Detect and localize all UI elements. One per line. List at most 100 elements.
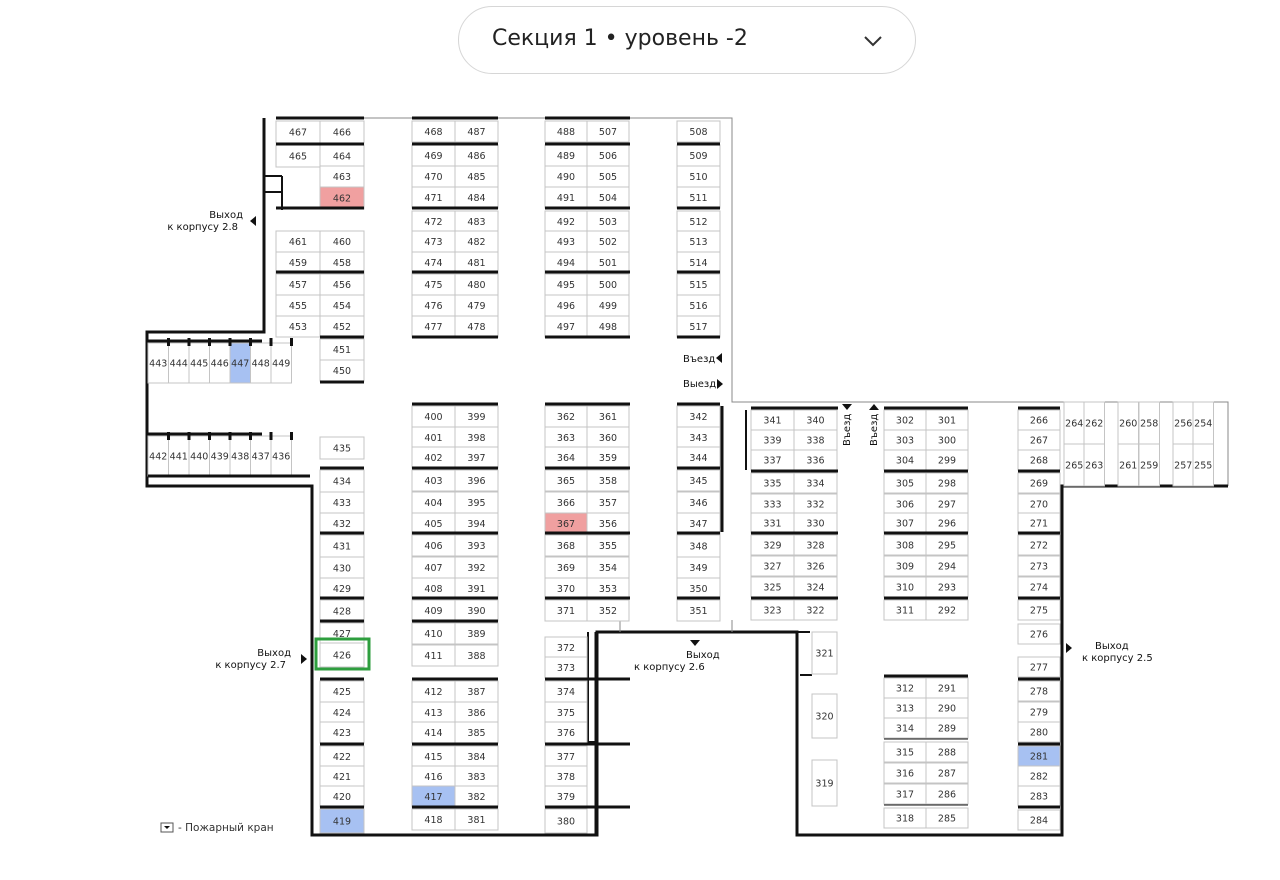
parking-spot-396[interactable]: 396 — [454, 469, 499, 492]
parking-spot-468[interactable]: 468 — [411, 120, 456, 143]
parking-spot-317[interactable]: 317 — [883, 783, 927, 805]
parking-spot-369[interactable]: 369 — [544, 556, 588, 579]
parking-spot-345[interactable]: 345 — [676, 469, 721, 492]
parking-spot-271[interactable]: 271 — [1017, 512, 1061, 534]
parking-spot-313[interactable]: 313 — [883, 697, 927, 719]
parking-spot-282[interactable]: 282 — [1017, 765, 1061, 787]
parking-spot-402[interactable]: 402 — [411, 446, 456, 469]
parking-spot-298[interactable]: 298 — [925, 472, 969, 494]
parking-spot-480[interactable]: 480 — [454, 273, 499, 296]
parking-spot-403[interactable]: 403 — [411, 469, 456, 492]
parking-spot-448[interactable]: 448 — [250, 342, 272, 384]
parking-spot-419[interactable]: 419 — [319, 808, 365, 834]
parking-spot-321[interactable]: 321 — [811, 631, 838, 675]
parking-spot-331[interactable]: 331 — [750, 512, 795, 534]
parking-spot-295[interactable]: 295 — [925, 534, 969, 556]
parking-spot-453[interactable]: 453 — [275, 315, 321, 338]
parking-spot-416[interactable]: 416 — [411, 765, 456, 788]
parking-spot-283[interactable]: 283 — [1017, 785, 1061, 807]
section-level-select[interactable]: Секция 1 • уровень -2 — [458, 6, 916, 74]
parking-spot-254[interactable]: 254 — [1192, 401, 1214, 445]
parking-spot-447[interactable]: 447 — [229, 342, 251, 384]
parking-spot-354[interactable]: 354 — [586, 556, 630, 579]
parking-spot-449[interactable]: 449 — [270, 342, 292, 384]
parking-spot-450[interactable]: 450 — [319, 359, 365, 382]
parking-spot-371[interactable]: 371 — [544, 599, 588, 622]
parking-spot-258[interactable]: 258 — [1138, 401, 1160, 445]
parking-spot-477[interactable]: 477 — [411, 315, 456, 338]
parking-spot-499[interactable]: 499 — [586, 294, 630, 317]
parking-spot-276[interactable]: 276 — [1017, 623, 1061, 645]
parking-spot-367[interactable]: 367 — [544, 512, 588, 535]
parking-spot-464[interactable]: 464 — [319, 144, 365, 168]
parking-spot-363[interactable]: 363 — [544, 426, 588, 449]
parking-spot-265[interactable]: 265 — [1063, 443, 1085, 487]
parking-spot-422[interactable]: 422 — [319, 745, 365, 768]
parking-spot-368[interactable]: 368 — [544, 534, 588, 557]
parking-spot-467[interactable]: 467 — [275, 120, 321, 144]
parking-spot-307[interactable]: 307 — [883, 512, 927, 534]
parking-spot-267[interactable]: 267 — [1017, 429, 1061, 451]
parking-spot-436[interactable]: 436 — [270, 435, 292, 477]
parking-spot-319[interactable]: 319 — [811, 759, 838, 807]
parking-spot-260[interactable]: 260 — [1117, 401, 1139, 445]
parking-spot-266[interactable]: 266 — [1017, 409, 1061, 431]
parking-spot-380[interactable]: 380 — [544, 808, 588, 834]
parking-spot-472[interactable]: 472 — [411, 210, 456, 233]
parking-spot-398[interactable]: 398 — [454, 426, 499, 449]
parking-spot-347[interactable]: 347 — [676, 512, 721, 535]
parking-spot-376[interactable]: 376 — [544, 721, 588, 744]
parking-spot-407[interactable]: 407 — [411, 556, 456, 579]
parking-spot-513[interactable]: 513 — [676, 230, 721, 253]
parking-spot-417[interactable]: 417 — [411, 785, 456, 808]
parking-spot-481[interactable]: 481 — [454, 251, 499, 274]
parking-spot-377[interactable]: 377 — [544, 745, 588, 768]
parking-spot-496[interactable]: 496 — [544, 294, 588, 317]
parking-spot-494[interactable]: 494 — [544, 251, 588, 274]
parking-spot-386[interactable]: 386 — [454, 701, 499, 724]
parking-spot-264[interactable]: 264 — [1063, 401, 1085, 445]
parking-spot-410[interactable]: 410 — [411, 622, 456, 645]
parking-spot-493[interactable]: 493 — [544, 230, 588, 253]
parking-spot-393[interactable]: 393 — [454, 534, 499, 557]
parking-spot-323[interactable]: 323 — [750, 599, 795, 621]
parking-spot-343[interactable]: 343 — [676, 426, 721, 449]
parking-spot-365[interactable]: 365 — [544, 469, 588, 492]
parking-spot-309[interactable]: 309 — [883, 555, 927, 577]
parking-spot-515[interactable]: 515 — [676, 273, 721, 296]
parking-spot-427[interactable]: 427 — [319, 622, 365, 645]
parking-spot-257[interactable]: 257 — [1172, 443, 1194, 487]
parking-spot-501[interactable]: 501 — [586, 251, 630, 274]
parking-spot-439[interactable]: 439 — [209, 435, 231, 477]
parking-spot-414[interactable]: 414 — [411, 721, 456, 744]
parking-spot-314[interactable]: 314 — [883, 717, 927, 739]
parking-spot-437[interactable]: 437 — [250, 435, 272, 477]
parking-spot-500[interactable]: 500 — [586, 273, 630, 296]
parking-spot-476[interactable]: 476 — [411, 294, 456, 317]
parking-spot-372[interactable]: 372 — [544, 636, 588, 659]
parking-spot-485[interactable]: 485 — [454, 165, 499, 188]
parking-spot-429[interactable]: 429 — [319, 577, 365, 600]
parking-spot-418[interactable]: 418 — [411, 808, 456, 831]
parking-spot-375[interactable]: 375 — [544, 701, 588, 724]
parking-spot-356[interactable]: 356 — [586, 512, 630, 535]
parking-spot-433[interactable]: 433 — [319, 491, 365, 514]
parking-spot-350[interactable]: 350 — [676, 577, 721, 600]
parking-spot-425[interactable]: 425 — [319, 680, 365, 703]
parking-spot-351[interactable]: 351 — [676, 599, 721, 622]
parking-spot-381[interactable]: 381 — [454, 808, 499, 831]
parking-spot-514[interactable]: 514 — [676, 251, 721, 274]
parking-spot-457[interactable]: 457 — [275, 273, 321, 296]
parking-spot-413[interactable]: 413 — [411, 701, 456, 724]
parking-spot-517[interactable]: 517 — [676, 315, 721, 338]
parking-spot-512[interactable]: 512 — [676, 210, 721, 233]
parking-spot-432[interactable]: 432 — [319, 512, 365, 535]
parking-spot-280[interactable]: 280 — [1017, 721, 1061, 743]
parking-spot-488[interactable]: 488 — [544, 120, 588, 143]
parking-spot-339[interactable]: 339 — [750, 429, 795, 451]
parking-spot-353[interactable]: 353 — [586, 577, 630, 600]
parking-spot-263[interactable]: 263 — [1083, 443, 1105, 487]
parking-spot-300[interactable]: 300 — [925, 429, 969, 451]
parking-spot-304[interactable]: 304 — [883, 449, 927, 471]
parking-spot-479[interactable]: 479 — [454, 294, 499, 317]
